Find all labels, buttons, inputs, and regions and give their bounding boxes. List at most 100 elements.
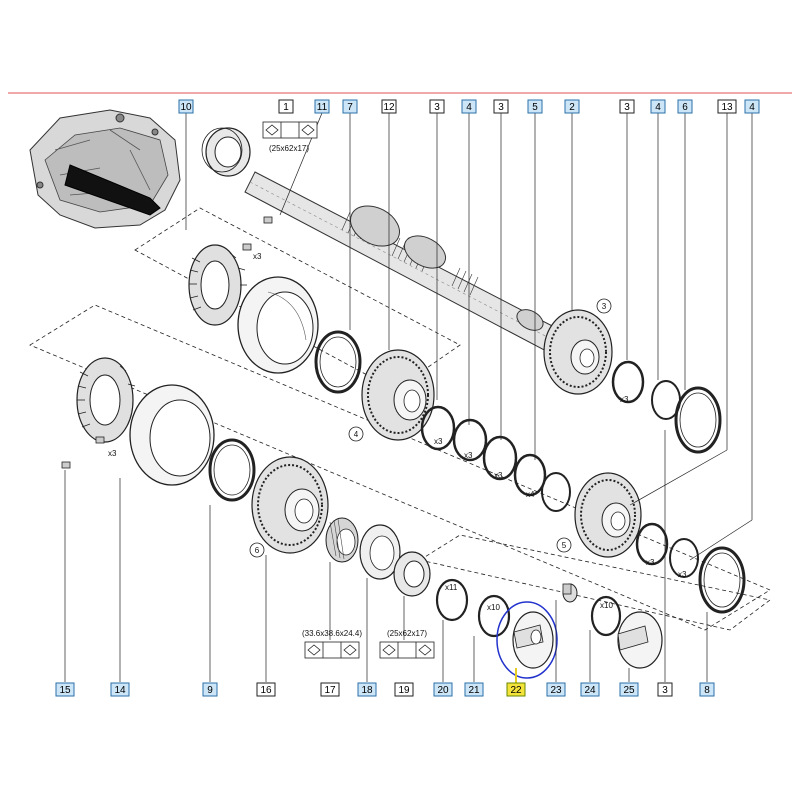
gearbox-housing-thumbnail	[29, 109, 181, 229]
bolt-23	[562, 583, 578, 603]
callout-25: 25	[619, 682, 639, 697]
gear-12	[361, 349, 435, 441]
dimension-needle: (33.6x38.6x24.4)	[302, 629, 362, 638]
bearing-19	[393, 551, 431, 597]
multiplier: x3	[434, 437, 443, 446]
svg-text:13: 13	[721, 102, 733, 113]
svg-text:8: 8	[704, 685, 710, 696]
svg-text:2: 2	[569, 102, 575, 113]
callout-17: 17	[320, 682, 340, 697]
gear-circle-6: 6	[249, 542, 265, 558]
svg-text:12: 12	[383, 102, 395, 113]
multiplier: x3	[253, 252, 262, 261]
multiplier: x11	[445, 583, 458, 592]
callout-12: 12	[381, 99, 397, 114]
gear-circle-3: 3	[596, 298, 612, 314]
callout-20: 20	[433, 682, 453, 697]
synchro-hub-upper	[188, 243, 252, 326]
callout-4c: 4	[744, 99, 760, 114]
highlight-circle	[496, 601, 558, 679]
gear-16	[251, 456, 329, 554]
callout-24: 24	[580, 682, 600, 697]
callout-18: 18	[357, 682, 377, 697]
washer-18	[359, 524, 401, 580]
callout-3a: 3	[429, 99, 445, 114]
svg-text:3: 3	[498, 102, 504, 113]
seal-symbol-top: (25x62x17)	[262, 121, 318, 153]
svg-text:20: 20	[437, 685, 449, 696]
synchro-ring-9	[208, 438, 256, 502]
gear-circle-4: 4	[348, 426, 364, 442]
multiplier: x3	[108, 449, 117, 458]
svg-text:24: 24	[584, 685, 596, 696]
synchro-hub-lower	[61, 216, 273, 469]
svg-text:6: 6	[255, 546, 260, 555]
svg-text:4: 4	[655, 102, 661, 113]
sleeve-lower	[129, 384, 215, 486]
needle-bearing-17	[325, 517, 359, 563]
multiplier: x3	[620, 395, 629, 404]
gear-13	[574, 472, 642, 558]
sleeve-upper	[237, 276, 319, 374]
callout-7: 7	[342, 99, 358, 114]
svg-text:4: 4	[466, 102, 472, 113]
callout-22: 22	[506, 682, 526, 697]
svg-text:14: 14	[114, 685, 126, 696]
svg-text:16: 16	[260, 685, 272, 696]
multiplier: x3	[464, 451, 473, 460]
svg-text:21: 21	[468, 685, 480, 696]
svg-text:18: 18	[361, 685, 373, 696]
multiplier: x10	[600, 601, 613, 610]
multiplier: x3	[646, 558, 655, 567]
dimension-bottom: (25x62x17)	[387, 629, 427, 638]
main-shaft	[244, 171, 561, 353]
callout-11: 11	[314, 99, 330, 114]
svg-text:3: 3	[602, 302, 607, 311]
part-22	[512, 611, 554, 669]
svg-text:9: 9	[207, 685, 213, 696]
svg-text:4: 4	[749, 102, 755, 113]
multiplier: x10	[487, 603, 500, 612]
svg-text:5: 5	[532, 102, 538, 113]
callout-4a: 4	[461, 99, 477, 114]
callout-9: 9	[202, 682, 218, 697]
callout-21: 21	[464, 682, 484, 697]
callout-10: 10	[178, 99, 194, 114]
gear-2	[543, 309, 613, 395]
bearing-1	[201, 127, 251, 177]
callout-19: 19	[394, 682, 414, 697]
synchro-ring-7	[314, 330, 362, 394]
svg-text:23: 23	[550, 685, 562, 696]
svg-text:15: 15	[59, 685, 71, 696]
callout-23: 23	[546, 682, 566, 697]
leader-lines	[64, 112, 753, 682]
part-25	[617, 611, 663, 669]
seal-symbol-17: (33.6x38.6x24.4)	[302, 629, 362, 659]
svg-text:25: 25	[623, 685, 635, 696]
svg-text:7: 7	[347, 102, 353, 113]
callout-1: 1	[278, 99, 294, 114]
callout-6: 6	[677, 99, 693, 114]
svg-text:10: 10	[180, 102, 192, 113]
callout-4b: 4	[650, 99, 666, 114]
svg-text:17: 17	[324, 685, 336, 696]
svg-text:1: 1	[283, 102, 289, 113]
callout-13: 13	[717, 99, 737, 114]
svg-text:6: 6	[682, 102, 688, 113]
callout-3b: 3	[493, 99, 509, 114]
callout-8: 8	[699, 682, 715, 697]
callout-15: 15	[55, 682, 75, 697]
svg-text:3: 3	[662, 685, 668, 696]
snap-rings-upper	[420, 360, 722, 512]
multiplier: x3	[494, 471, 503, 480]
seal-symbol-19: (25x62x17)	[379, 629, 435, 659]
gear-circle-5: 5	[556, 537, 572, 553]
callout-2: 2	[564, 99, 580, 114]
svg-text:11: 11	[317, 102, 328, 113]
multiplier: x4	[526, 490, 535, 499]
dimension-top: (25x62x17)	[269, 144, 309, 153]
callout-14: 14	[110, 682, 130, 697]
callout-16: 16	[256, 682, 276, 697]
circlips-lower	[435, 578, 622, 638]
